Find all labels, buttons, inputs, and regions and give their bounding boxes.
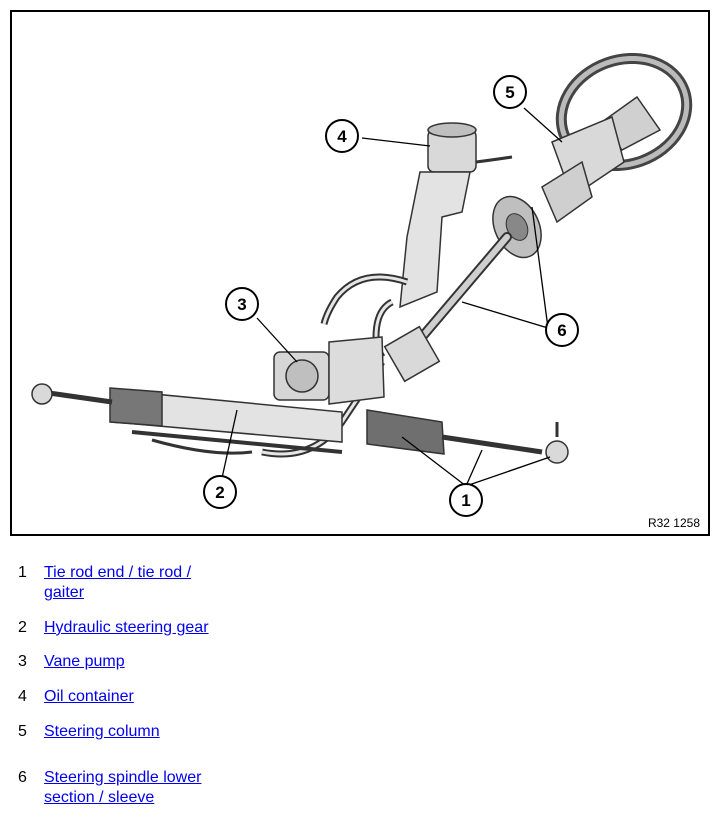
- oil-container: [399, 122, 513, 309]
- legend-link-tie-rod[interactable]: Tie rod end / tie rod /gaiter: [44, 564, 192, 601]
- legend-item-2: 2 Hydraulic steering gear: [18, 618, 209, 638]
- legend-link-steering-column[interactable]: Steering column: [44, 723, 160, 740]
- tie-rods: [31, 383, 569, 464]
- svg-text:1: 1: [461, 491, 470, 510]
- svg-text:3: 3: [237, 295, 246, 314]
- svg-text:4: 4: [337, 127, 347, 146]
- callout-4: 4: [325, 119, 359, 153]
- steering-illustration: 4 5 3 6 2 1: [31, 52, 693, 517]
- legend-number: 6: [18, 769, 27, 786]
- legend-item-1: 1 Tie rod end / tie rod /gaiter: [18, 563, 191, 603]
- legend-link-steering-gear[interactable]: Hydraulic steering gear: [44, 619, 209, 636]
- legend-number: 4: [18, 688, 27, 705]
- steering-spindle: [383, 232, 512, 383]
- svg-text:6: 6: [557, 321, 566, 340]
- svg-text:5: 5: [505, 83, 514, 102]
- callout-6: 6: [545, 313, 579, 347]
- legend-link-oil-container[interactable]: Oil container: [44, 688, 134, 705]
- legend-item-4: 4 Oil container: [18, 687, 134, 707]
- steering-gear: [109, 387, 445, 455]
- legend-number: 1: [18, 564, 27, 581]
- callout-1: 1: [449, 483, 483, 517]
- figure-code: R32 1258: [647, 516, 700, 530]
- legend-number: 3: [18, 653, 27, 670]
- legend-item-5: 5 Steering column: [18, 722, 160, 742]
- callout-2: 2: [203, 475, 237, 509]
- steering-diagram: 4 5 3 6 2 1 R32 1258: [10, 10, 710, 536]
- callout-5: 5: [493, 75, 527, 109]
- legend-number: 5: [18, 723, 27, 740]
- vane-pump: [273, 336, 385, 405]
- legend-link-vane-pump[interactable]: Vane pump: [44, 653, 125, 670]
- callout-3: 3: [225, 287, 259, 321]
- leader-lines: [221, 107, 563, 487]
- legend-item-3: 3 Vane pump: [18, 652, 125, 672]
- legend-number: 2: [18, 619, 27, 636]
- svg-text:2: 2: [215, 483, 224, 502]
- steering-column: [492, 115, 625, 259]
